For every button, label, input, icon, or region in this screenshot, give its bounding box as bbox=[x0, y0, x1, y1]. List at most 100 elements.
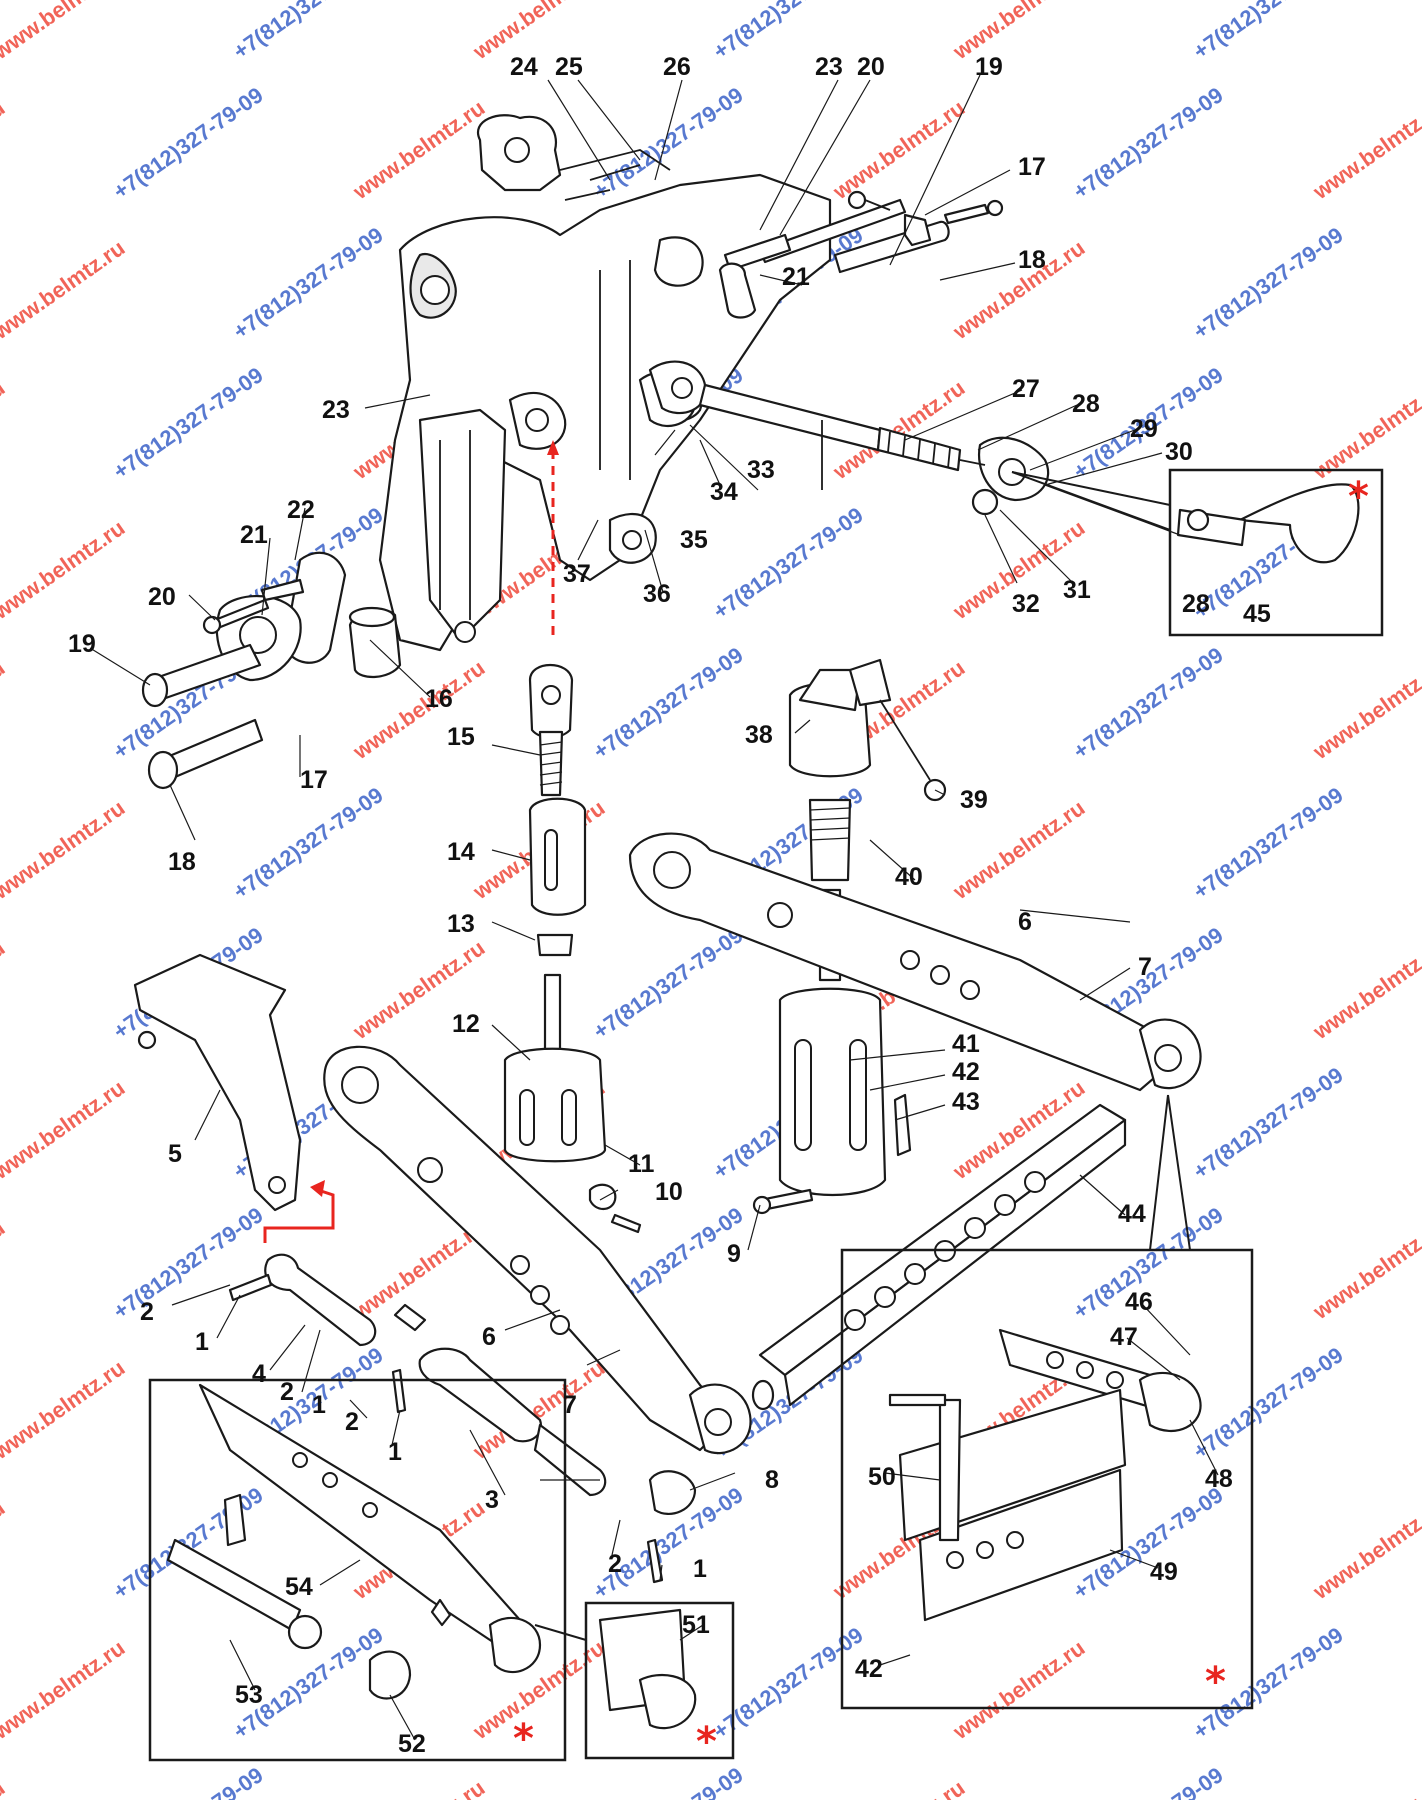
watermark-text: www.belmtz.ru bbox=[828, 95, 970, 205]
callout-1-b: 1 bbox=[312, 1391, 326, 1419]
watermark-text: +7(812)327-79-09 bbox=[709, 502, 868, 624]
callout-32: 32 bbox=[1012, 590, 1040, 618]
star-marker-top-inset: * bbox=[1348, 474, 1369, 520]
callout-40: 40 bbox=[895, 863, 923, 891]
callout-21-top: 21 bbox=[782, 263, 810, 291]
left-pin-assembly bbox=[141, 551, 402, 790]
callout-7-left: 7 bbox=[563, 1391, 577, 1419]
callout-31: 31 bbox=[1063, 576, 1091, 604]
callout-43: 43 bbox=[952, 1088, 980, 1116]
watermark-text: www.belmtz.ru bbox=[948, 0, 1090, 65]
callout-36: 36 bbox=[643, 580, 671, 608]
watermark-text: +7(812)327-79-09 bbox=[229, 222, 388, 344]
callout-6-left: 6 bbox=[482, 1323, 496, 1351]
watermark-text: www.belmtz.ru bbox=[0, 1775, 9, 1800]
callout-26: 26 bbox=[663, 53, 691, 81]
star-marker-coupler-inset: * bbox=[1205, 1659, 1226, 1705]
callout-20-top: 20 bbox=[857, 53, 885, 81]
star-marker-link-inset: * bbox=[513, 1716, 534, 1762]
watermark-text: +7(812)327-79-09 bbox=[1189, 0, 1348, 64]
callout-30: 30 bbox=[1165, 438, 1193, 466]
watermark-text: +7(812)327-79-09 bbox=[1069, 82, 1228, 204]
right-lift-rod-assembly bbox=[752, 658, 947, 1215]
watermark-text: +7(812)327-79-09 bbox=[589, 1762, 748, 1800]
callout-22: 22 bbox=[287, 496, 315, 524]
callout-18-left: 18 bbox=[168, 848, 196, 876]
watermark-text: +7(812)327-79-09 bbox=[1189, 222, 1348, 344]
callout-25: 25 bbox=[555, 53, 583, 81]
callout-27: 27 bbox=[1012, 375, 1040, 403]
watermark-text: www.belmtz.ru bbox=[0, 1215, 9, 1325]
stabiliser-chain bbox=[228, 1253, 697, 1584]
callout-33: 33 bbox=[747, 456, 775, 484]
watermark-text: www.belmtz.ru bbox=[1308, 95, 1422, 205]
star-marker-hook-inset: * bbox=[696, 1719, 717, 1765]
watermark-text: www.belmtz.ru bbox=[0, 515, 129, 625]
callout-17-top: 17 bbox=[1018, 153, 1046, 181]
watermark-text: www.belmtz.ru bbox=[0, 655, 9, 765]
callout-12: 12 bbox=[452, 1010, 480, 1038]
callout-18-top: 18 bbox=[1018, 246, 1046, 274]
watermark-text: +7(812)327-79-09 bbox=[1069, 642, 1228, 764]
callout-3: 3 bbox=[485, 1486, 499, 1514]
callout-28-inset: 28 bbox=[1182, 590, 1210, 618]
callout-42-mid: 42 bbox=[952, 1058, 980, 1086]
callout-44: 44 bbox=[1118, 1200, 1146, 1228]
callout-39: 39 bbox=[960, 786, 988, 814]
callout-47: 47 bbox=[1110, 1323, 1138, 1351]
callout-28: 28 bbox=[1072, 390, 1100, 418]
lower-link-right bbox=[628, 832, 1202, 1092]
watermark-text: www.belmtz.ru bbox=[0, 375, 9, 485]
watermark-text: +7(812)327-79-09 bbox=[709, 0, 868, 64]
callout-34: 34 bbox=[710, 478, 738, 506]
callout-35: 35 bbox=[680, 526, 708, 554]
inset-box-hook-51 bbox=[584, 1601, 735, 1760]
callout-14: 14 bbox=[447, 838, 475, 866]
callout-17-left: 17 bbox=[300, 766, 328, 794]
callout-10: 10 bbox=[655, 1178, 683, 1206]
callout-53: 53 bbox=[235, 1681, 263, 1709]
callout-50: 50 bbox=[868, 1463, 896, 1491]
watermark-text: +7(812)327-79-09 bbox=[229, 0, 388, 64]
callout-46: 46 bbox=[1125, 1288, 1153, 1316]
watermark-text: +7(812)327-79-09 bbox=[1069, 1762, 1228, 1800]
leader-lines bbox=[89, 74, 1219, 1741]
callout-1-c: 1 bbox=[388, 1438, 402, 1466]
upper-right-pins bbox=[718, 190, 1004, 319]
callout-41: 41 bbox=[952, 1030, 980, 1058]
watermark-text: +7(812)327-79-09 bbox=[109, 1202, 268, 1324]
callout-38: 38 bbox=[745, 721, 773, 749]
watermark-text: www.belmtz.ru bbox=[1308, 655, 1422, 765]
callout-9: 9 bbox=[727, 1240, 741, 1268]
callout-51: 51 bbox=[682, 1611, 710, 1639]
inset-box-telescopic-link bbox=[148, 1378, 567, 1762]
callout-2-a: 2 bbox=[140, 1298, 154, 1326]
inset-box-top-link-hook bbox=[1168, 468, 1384, 637]
callout-4: 4 bbox=[252, 1360, 266, 1388]
watermark-text: www.belmtz.ru bbox=[0, 795, 129, 905]
watermark-text: www.belmtz.ru bbox=[0, 0, 129, 65]
watermark-text: +7(812)327-79-09 bbox=[1189, 1342, 1348, 1464]
watermark-text: www.belmtz.ru bbox=[0, 935, 9, 1045]
watermark-text: +7(812)327-79-09 bbox=[589, 922, 748, 1044]
watermark-text: +7(812)327-79-09 bbox=[589, 642, 748, 764]
watermark-text: +7(812)327-79-09 bbox=[109, 82, 268, 204]
watermark-text: +7(812)327-79-09 bbox=[1189, 782, 1348, 904]
watermark-text: www.belmtz.ru bbox=[1308, 1495, 1422, 1605]
callout-2-b: 2 bbox=[280, 1378, 294, 1406]
bracket-5 bbox=[133, 953, 302, 1212]
top-link-assembly bbox=[648, 360, 1050, 516]
watermark-text: www.belmtz.ru bbox=[0, 95, 9, 205]
callout-52: 52 bbox=[398, 1730, 426, 1758]
callout-23-top: 23 bbox=[815, 53, 843, 81]
watermark-text: www.belmtz.ru bbox=[1308, 1215, 1422, 1325]
watermark-text: www.belmtz.ru bbox=[1308, 1775, 1422, 1800]
callout-2-c: 2 bbox=[345, 1408, 359, 1436]
callout-1-a: 1 bbox=[195, 1328, 209, 1356]
callout-24: 24 bbox=[510, 53, 538, 81]
callout-8: 8 bbox=[765, 1466, 779, 1494]
red-reference-lines bbox=[263, 440, 559, 1243]
inset-box-quick-coupler bbox=[840, 1248, 1254, 1710]
